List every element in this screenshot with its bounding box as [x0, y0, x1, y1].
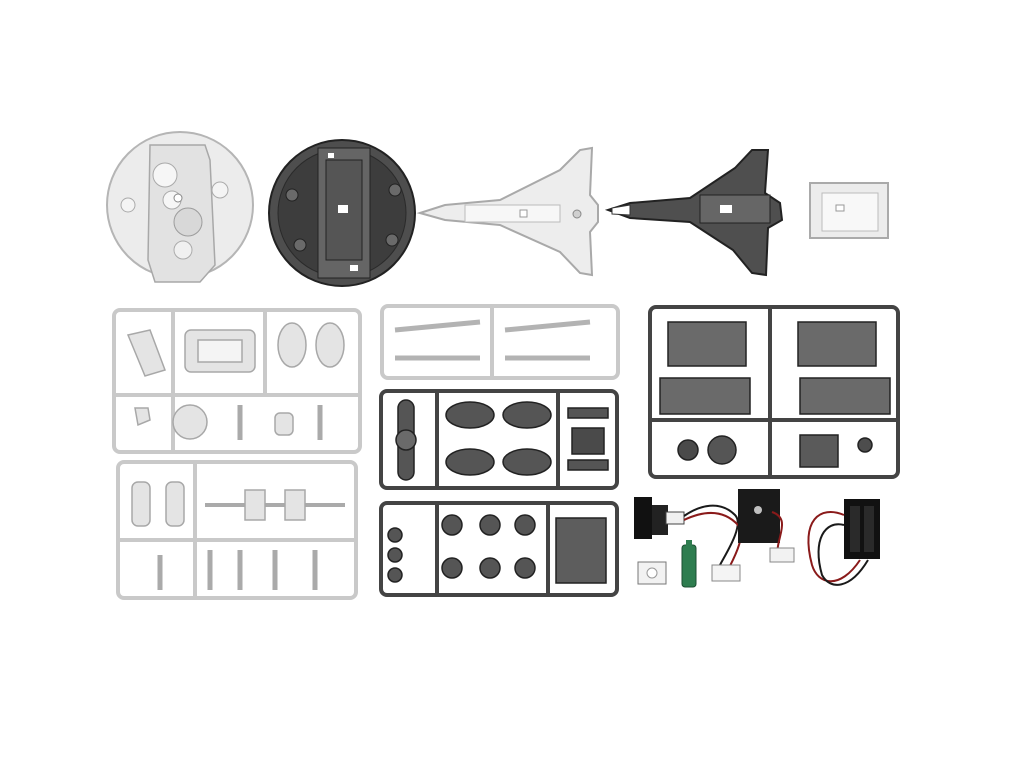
sprue-light-rods [380, 304, 620, 380]
round-base-dark [268, 139, 416, 287]
sprue-light-lower-parts [131, 481, 345, 590]
sprue-light-upper [112, 308, 362, 454]
motor-with-wires [665, 504, 742, 571]
white-plug [711, 564, 741, 582]
tray-piece [809, 182, 889, 239]
white-gear-box [637, 561, 667, 585]
sprue-dark-engines-parts [395, 399, 609, 481]
solar-cell-module [738, 489, 795, 563]
round-base-light [106, 131, 254, 283]
sprue-light-upper-parts [126, 322, 345, 440]
sprue-dark-solar [648, 305, 900, 479]
shuttle-dark [604, 149, 784, 277]
black-spacer [634, 497, 668, 539]
sprue-dark-engines [379, 389, 619, 490]
sprue-dark-gears-parts [387, 514, 607, 584]
battery-holder [807, 499, 880, 586]
sprue-dark-solar-parts [659, 321, 891, 468]
shuttle-light [416, 146, 599, 277]
sprue-light-rods-parts [394, 319, 591, 361]
sprue-dark-gears [379, 501, 619, 597]
green-switch [681, 540, 697, 588]
sprue-light-lower [116, 460, 358, 600]
